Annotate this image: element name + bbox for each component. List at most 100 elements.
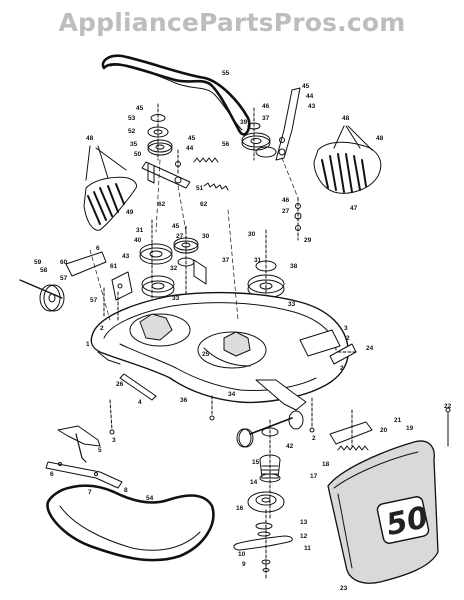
spindle-housing — [247, 419, 285, 521]
part-label-37: 37 — [262, 115, 270, 122]
part-label-58: 58 — [40, 267, 48, 274]
part-label-55: 55 — [222, 70, 230, 77]
part-label-2: 2 — [340, 365, 344, 372]
part-label-62: 62 — [200, 201, 208, 208]
hardware-bolts — [103, 287, 359, 435]
part-label-16: 16 — [236, 505, 244, 512]
part-label-61: 61 — [110, 263, 118, 270]
part-label-25: 25 — [202, 351, 210, 358]
part-label-37: 37 — [222, 257, 230, 264]
part-label-33: 33 — [288, 301, 296, 308]
part-label-18: 18 — [322, 461, 330, 468]
left-belt-guard — [83, 145, 137, 231]
center-spindle-pulley — [173, 225, 207, 301]
part-label-62: 62 — [158, 201, 166, 208]
part-label-38: 38 — [290, 263, 298, 270]
part-label-57: 57 — [90, 297, 98, 304]
part-label-45: 45 — [302, 83, 310, 90]
spring-56 — [193, 157, 219, 163]
part-label-54: 54 — [146, 495, 154, 502]
right-idler-assembly — [241, 87, 301, 161]
part-label-60: 60 — [60, 259, 68, 266]
callout-labels: 55 45 53 52 35 50 45 44 56 46 39 37 45 4… — [34, 70, 452, 592]
part-label-42: 42 — [286, 443, 294, 450]
part-label-11: 11 — [304, 545, 311, 552]
part-label-48: 48 — [376, 135, 384, 142]
part-label-56: 56 — [222, 141, 230, 148]
front-gauge-wheel — [19, 251, 133, 312]
part-label-6: 6 — [50, 471, 54, 478]
part-label-2: 2 — [346, 335, 350, 342]
left-idler-assembly — [141, 103, 191, 189]
part-label-53: 53 — [128, 115, 136, 122]
upper-drive-belt — [101, 54, 251, 136]
deck-drive-belt — [46, 484, 215, 562]
part-label-36: 36 — [180, 397, 188, 404]
mower-blade — [233, 509, 293, 581]
part-label-14: 14 — [250, 479, 258, 486]
watermark-text: AppliancePartsPros.com — [58, 8, 406, 37]
part-label-48: 48 — [86, 135, 94, 142]
part-label-44: 44 — [186, 145, 194, 152]
part-label-4: 4 — [138, 399, 142, 406]
part-label-19: 19 — [406, 425, 414, 432]
part-label-31: 31 — [136, 227, 144, 234]
rear-bracket-assembly — [329, 407, 451, 451]
part-label-39: 39 — [240, 119, 248, 126]
part-label-35: 35 — [130, 141, 138, 148]
part-label-23: 23 — [340, 585, 348, 592]
part-label-59: 59 — [34, 259, 42, 266]
lift-bracket — [45, 425, 123, 489]
part-label-10: 10 — [238, 551, 246, 558]
part-label-32: 32 — [170, 265, 178, 272]
part-label-1: 1 — [86, 341, 90, 348]
part-label-2: 2 — [100, 325, 104, 332]
part-label-3: 3 — [112, 437, 116, 444]
part-label-15: 15 — [252, 459, 260, 466]
mower-deck-housing — [90, 291, 349, 411]
part-label-26: 26 — [116, 381, 124, 388]
part-label-30: 30 — [248, 231, 256, 238]
part-label-6: 6 — [96, 245, 100, 252]
part-label-51: 51 — [196, 185, 204, 192]
part-label-46: 46 — [262, 103, 270, 110]
part-label-45: 45 — [188, 135, 196, 142]
part-label-13: 13 — [300, 519, 308, 526]
part-label-40: 40 — [134, 237, 142, 244]
part-label-29: 29 — [304, 237, 312, 244]
part-label-20: 20 — [380, 427, 388, 434]
part-label-45: 45 — [136, 105, 144, 112]
part-label-30: 30 — [202, 233, 210, 240]
part-label-8: 8 — [124, 487, 128, 494]
part-label-57: 57 — [60, 275, 68, 282]
part-label-31: 31 — [254, 257, 262, 264]
part-label-5: 5 — [98, 447, 102, 454]
part-label-33: 33 — [172, 295, 180, 302]
part-label-46: 46 — [282, 197, 290, 204]
part-label-17: 17 — [310, 473, 318, 480]
spring-51 — [203, 182, 229, 191]
part-label-50: 50 — [134, 151, 142, 158]
right-belt-guard — [313, 125, 382, 194]
part-label-2: 2 — [312, 435, 316, 442]
part-label-47: 47 — [350, 205, 358, 212]
part-label-48: 48 — [342, 115, 350, 122]
deck-roller-assembly — [236, 410, 304, 448]
part-label-7: 7 — [88, 489, 92, 496]
part-label-21: 21 — [394, 417, 402, 424]
discharge-chute: 50 — [327, 440, 439, 584]
guard-number: 50 — [383, 500, 431, 543]
part-label-27: 27 — [282, 208, 290, 215]
part-label-12: 12 — [300, 533, 308, 540]
assembly-guide-lines — [89, 157, 299, 321]
part-label-24: 24 — [366, 345, 374, 352]
part-label-44: 44 — [306, 93, 314, 100]
part-label-9: 9 — [242, 561, 246, 568]
part-label-52: 52 — [128, 128, 136, 135]
part-label-27: 27 — [176, 233, 184, 240]
part-label-45: 45 — [172, 223, 180, 230]
part-label-34: 34 — [228, 391, 236, 398]
part-label-22: 22 — [444, 403, 452, 410]
part-label-43: 43 — [122, 253, 130, 260]
